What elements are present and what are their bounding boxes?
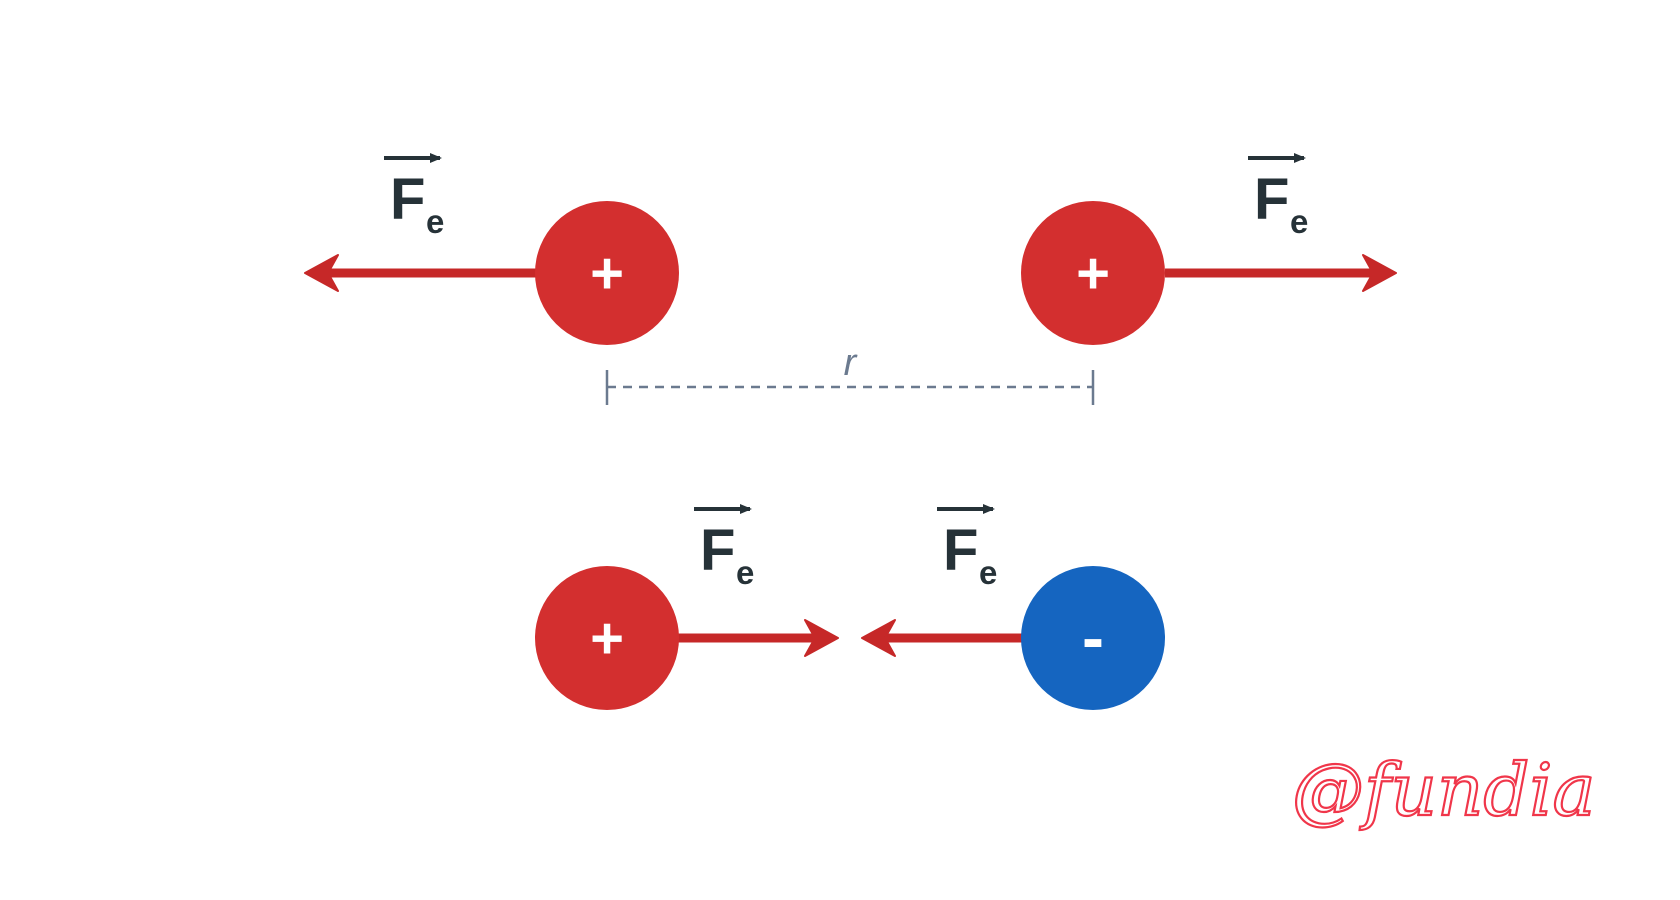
force-arrow-bottom-right (861, 619, 1035, 657)
force-subscript: e (426, 203, 444, 240)
charge-sign-top-left: + (590, 241, 624, 306)
charge-sign-top-right: + (1076, 241, 1110, 306)
positive-charge-bottom-left: + (535, 566, 679, 710)
watermark-logo: @fundia (1291, 747, 1597, 833)
force-subscript: e (979, 554, 997, 591)
force-symbol: F (390, 167, 425, 232)
force-symbol: F (700, 518, 735, 583)
distance-label: r (844, 342, 858, 384)
distance-indicator: r (605, 342, 1095, 405)
charge-sign-bottom-left: + (590, 606, 624, 671)
force-symbol: F (1254, 167, 1289, 232)
force-subscript: e (736, 554, 754, 591)
bottom-row-attraction: + - F e F e (535, 504, 1165, 710)
force-label-bottom-left: F e (694, 504, 754, 591)
force-arrow-top-left (304, 254, 536, 292)
force-arrow-top-right (1165, 254, 1397, 292)
top-row-repulsion: + + F e F e r (304, 153, 1397, 405)
watermark-text: @fundia (1292, 748, 1595, 832)
force-subscript: e (1290, 203, 1308, 240)
force-symbol: F (943, 518, 978, 583)
force-label-top-right: F e (1248, 153, 1308, 240)
positive-charge-top-right: + (1021, 201, 1165, 345)
force-label-bottom-right: F e (937, 504, 997, 591)
negative-charge-bottom-right: - (1021, 566, 1165, 710)
force-label-top-left: F e (384, 153, 444, 240)
positive-charge-top-left: + (535, 201, 679, 345)
charge-sign-bottom-right: - (1082, 600, 1104, 674)
force-arrow-bottom-left (665, 619, 839, 657)
